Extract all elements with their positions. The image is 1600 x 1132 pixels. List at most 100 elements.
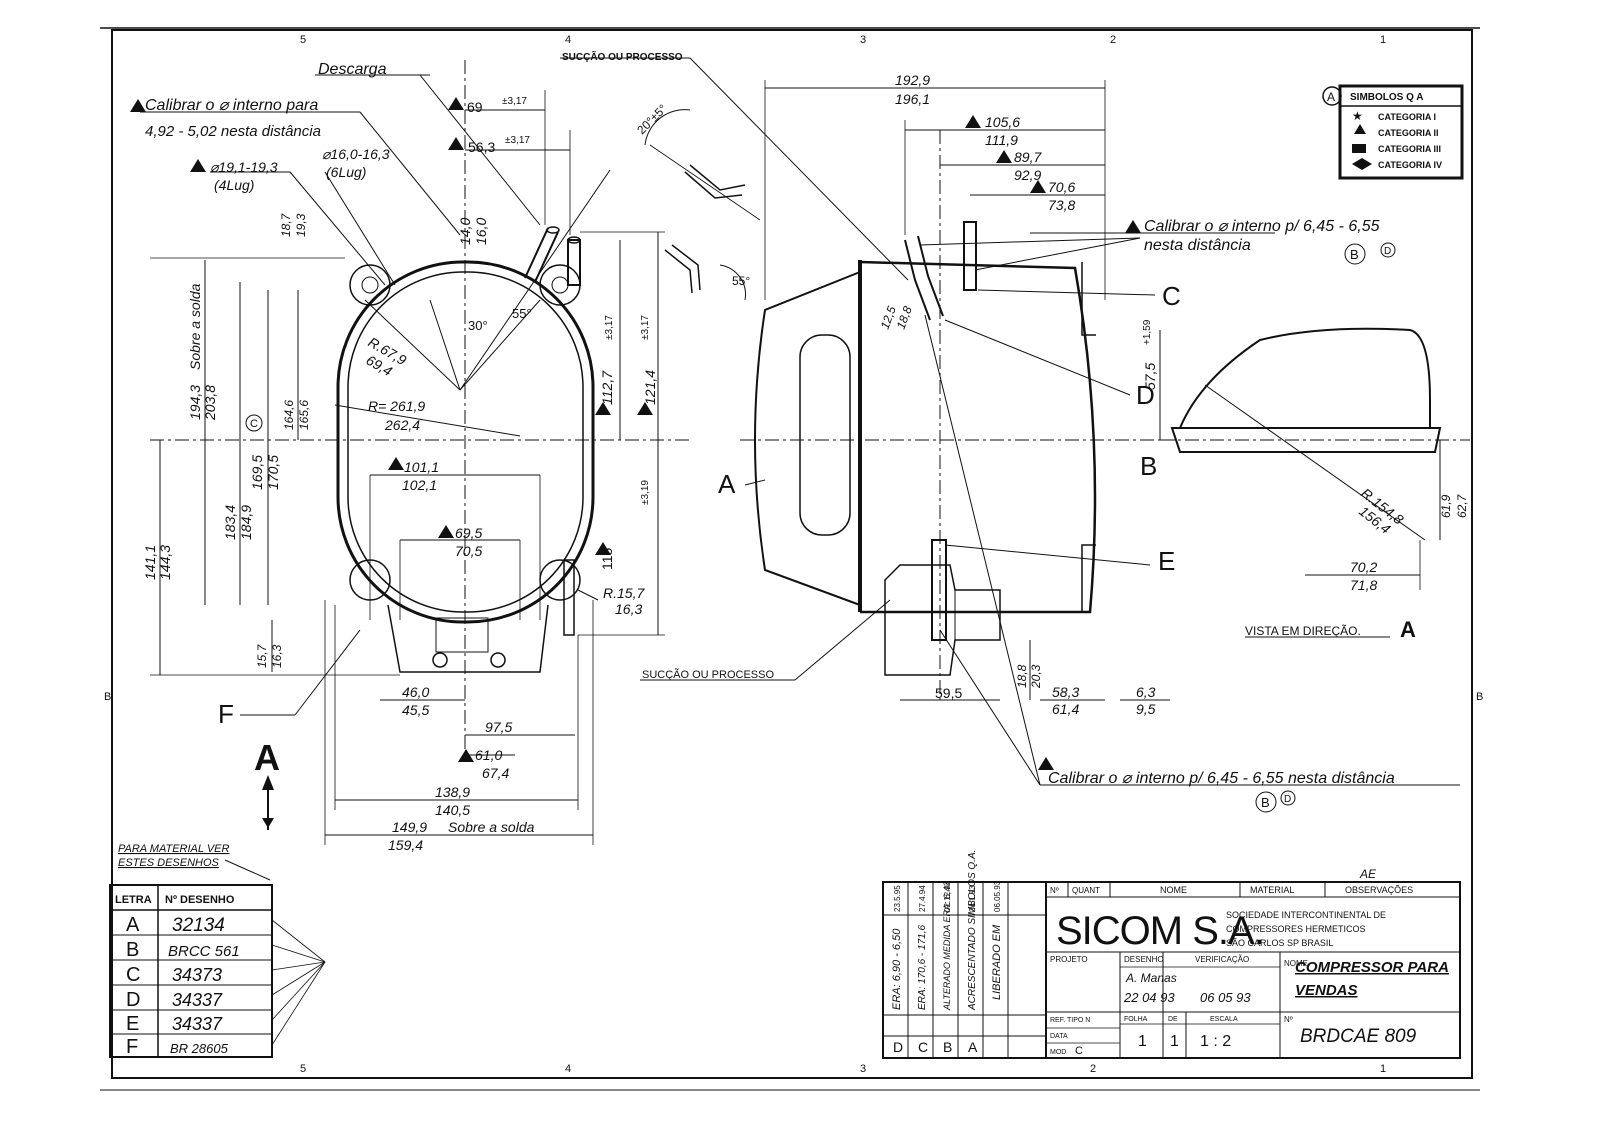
callout-c: C bbox=[1162, 281, 1181, 311]
view-direction-arrow bbox=[262, 775, 274, 830]
dim-label-460: 46,0 bbox=[402, 684, 429, 700]
dim-label-63: 6,3 bbox=[1136, 684, 1156, 700]
title-frame bbox=[1045, 881, 1461, 1059]
triangle-marker bbox=[1038, 757, 1054, 770]
dim-label-595: 59,5 bbox=[935, 685, 962, 701]
view-a-flange bbox=[1170, 427, 1442, 453]
dim-label-d16-lug: (6Lug) bbox=[326, 164, 366, 180]
leader-c bbox=[977, 289, 1156, 296]
label-vista: VISTA EM DIREÇÃO. bbox=[1245, 624, 1361, 638]
triangle-marker bbox=[388, 457, 404, 470]
revision-letter-c: C bbox=[918, 1039, 928, 1055]
dim-label-angle55a: 55° bbox=[512, 306, 532, 321]
title-date-1: 22 04 93 bbox=[1123, 990, 1175, 1005]
side-discharge-tube bbox=[904, 235, 944, 321]
front-lug-hole-tr bbox=[551, 276, 569, 294]
title-folha: 1 bbox=[1138, 1033, 1147, 1050]
revision-date-liberado: 06.05.93 bbox=[993, 880, 1002, 912]
dim-label-203: 20,3 bbox=[1029, 664, 1043, 689]
view-a-radius bbox=[1204, 384, 1426, 541]
dim-label-455: 45,5 bbox=[402, 702, 429, 718]
revision-letter-a: A bbox=[968, 1039, 978, 1055]
dim-label-57tol: +1,59 bbox=[1142, 319, 1153, 345]
materials-fan-line bbox=[271, 919, 326, 963]
title-hdr-material: MATERIAL bbox=[1250, 885, 1294, 895]
dim-label-r163: 16,3 bbox=[615, 601, 642, 617]
side-dome-left bbox=[754, 271, 861, 606]
front-mount-hole-left bbox=[432, 652, 448, 668]
dim-label-1499: 149,9 bbox=[392, 819, 427, 835]
materials-desenho-f: BR 28605 bbox=[170, 1041, 229, 1056]
title-escala: 1 : 2 bbox=[1200, 1033, 1231, 1050]
suction-tube-end bbox=[567, 236, 581, 244]
leader-calibrar-right-b bbox=[974, 237, 1141, 271]
title-numero-label: Nº bbox=[1284, 1015, 1293, 1024]
title-desenho-label: DESENHO bbox=[1124, 955, 1164, 964]
grid-labels: 5 4 3 2 1 5 4 3 2 1 B B bbox=[104, 34, 1483, 1075]
revision-desc-c: ERA: 170,6 - 171,6 bbox=[917, 925, 928, 1010]
process-tube bbox=[563, 559, 575, 636]
materials-fan-line bbox=[271, 961, 326, 996]
stamp-row-4: CATEGORIA IV bbox=[1378, 160, 1442, 170]
materials-letra-c: C bbox=[126, 964, 140, 986]
callout-d: D bbox=[1136, 380, 1155, 410]
dim-label-56: 56,3 bbox=[468, 139, 495, 155]
title-data-label: DATA bbox=[1050, 1033, 1068, 1040]
leader-19 bbox=[289, 171, 386, 286]
side-body-outline bbox=[859, 260, 1097, 614]
title-hdr-obs: OBSERVAÇÕES bbox=[1345, 885, 1413, 895]
grid-bottom-2: 2 bbox=[1090, 1063, 1096, 1075]
dim-label-1127: 112,7 bbox=[599, 370, 615, 405]
front-lug-top-left bbox=[349, 264, 391, 306]
dim-label-angle20: 20°±5° bbox=[634, 101, 670, 137]
label-circle-d-1: D bbox=[1384, 246, 1391, 257]
dim-label-193: 19,3 bbox=[294, 213, 308, 237]
front-shell-inner bbox=[347, 271, 584, 613]
leader-d bbox=[944, 319, 1131, 396]
discharge-tube-end bbox=[546, 226, 560, 234]
revision-desc-d: ERA: 6,90 - 6,50 bbox=[891, 928, 903, 1010]
dim-label-1056: 105,6 bbox=[985, 114, 1020, 130]
dim-label-738: 73,8 bbox=[1048, 197, 1075, 213]
front-view bbox=[140, 57, 909, 845]
stamp-row-3: CATEGORIA III bbox=[1378, 144, 1441, 154]
front-mount-hole-right bbox=[490, 652, 506, 668]
dim-label-897: 89,7 bbox=[1014, 149, 1042, 165]
title-projeto-label: PROJETO bbox=[1050, 955, 1088, 964]
dim-label-1021: 102,1 bbox=[402, 477, 437, 493]
angle-arc-55 bbox=[719, 264, 746, 301]
dim-label-188: 18,8 bbox=[1015, 664, 1029, 688]
circle-b-1 bbox=[1344, 243, 1366, 265]
triangle-marker bbox=[965, 115, 981, 128]
grid-right-b: B bbox=[1476, 691, 1483, 703]
dim-label-1594: 159,4 bbox=[388, 837, 423, 853]
leader-calibrar-bottom-b bbox=[924, 314, 1041, 786]
callout-b: B bbox=[1140, 451, 1157, 481]
grid-bottom-4: 4 bbox=[565, 1063, 571, 1075]
dim-label-r157: R.15,7 bbox=[603, 585, 645, 601]
company-line-2: COMPRESSORES HERMETICOS bbox=[1226, 924, 1366, 934]
view-a bbox=[1159, 327, 1470, 638]
dim-label-1214: 121,4 bbox=[642, 370, 658, 405]
dim-label-angle55b: 55° bbox=[732, 274, 750, 288]
title-date-2: 06 05 93 bbox=[1200, 990, 1251, 1005]
label-calibrar-bottom: Calibrar o ⌀ interno p/ 6,45 - 6,55 nest… bbox=[1048, 770, 1395, 787]
materials-letra-b: B bbox=[126, 939, 139, 961]
para-material-2: ESTES DESENHOS bbox=[118, 857, 220, 869]
materials-letra-a: A bbox=[126, 914, 140, 936]
company-line-3: SÃO CARLOS SP BRASIL bbox=[1226, 938, 1333, 948]
dim-label-1961: 196,1 bbox=[895, 91, 930, 107]
side-bracket-top bbox=[1081, 262, 1096, 336]
materials-fan-line bbox=[271, 961, 326, 1021]
dim-label-317b: ±3,17 bbox=[505, 135, 530, 146]
dim-label-706: 70,6 bbox=[1048, 179, 1075, 195]
label-calibrar-left-2: 4,92 - 5,02 nesta distância bbox=[145, 123, 321, 140]
side-bracket-bottom bbox=[1081, 544, 1096, 612]
materials-letra-e: E bbox=[126, 1013, 139, 1035]
revision-date-b: 02.12.94 bbox=[943, 880, 952, 912]
label-descarga: Descarga bbox=[318, 61, 387, 78]
dim-label-115: 115 bbox=[599, 547, 615, 570]
title-nome-2: VENDAS bbox=[1295, 982, 1358, 999]
title-hdr-nome: NOME bbox=[1160, 885, 1187, 895]
